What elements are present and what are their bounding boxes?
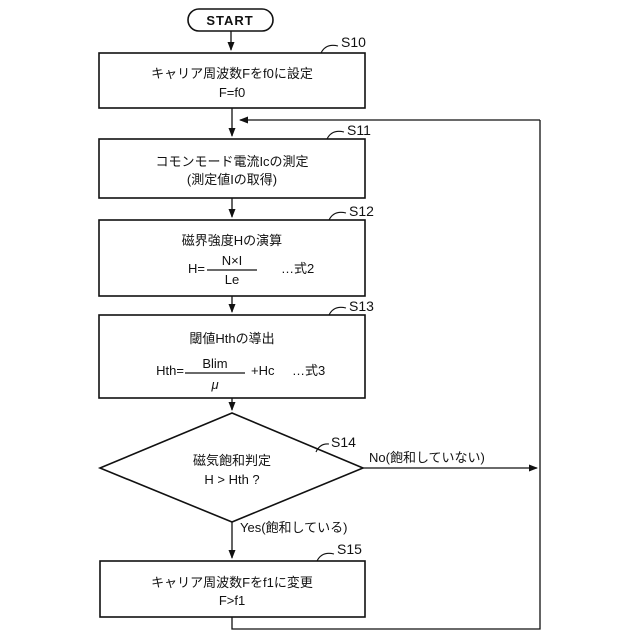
s12-eq-denominator: Le <box>225 272 239 287</box>
s11-text-line2: (測定値Iの取得) <box>187 172 277 187</box>
s13-title: 閾値Hthの導出 <box>189 331 274 346</box>
step-tag-s11: S11 <box>347 122 371 138</box>
s15-text-line2: F>f1 <box>219 593 245 608</box>
step-s11-box <box>98 138 366 199</box>
step-tag-s13: S13 <box>349 298 374 314</box>
s11-text-line1: コモンモード電流Icの測定 <box>155 154 308 169</box>
step-tag-s14: S14 <box>331 434 356 450</box>
s12-eq-note: …式2 <box>281 261 314 276</box>
step-s12-box <box>98 219 366 297</box>
decision-s14-diamond <box>97 412 366 523</box>
start-node <box>187 8 274 32</box>
squiggle-s13 <box>328 306 347 316</box>
s15-text-line1: キャリア周波数Fをf1に変更 <box>151 575 313 590</box>
step-s13-box <box>98 314 366 399</box>
step-tag-s10: S10 <box>341 34 366 50</box>
s13-eq-numerator: Blim <box>202 356 227 371</box>
squiggle-s12 <box>328 211 347 221</box>
s10-text-line1: キャリア周波数Fをf0に設定 <box>151 66 313 81</box>
s14-text-line2: H > Hth ? <box>204 472 259 487</box>
s12-eq-lhs: H= <box>188 261 205 276</box>
s14-text-line1: 磁気飽和判定 <box>193 453 271 468</box>
squiggle-s15 <box>316 552 335 562</box>
step-tag-s15: S15 <box>337 541 362 557</box>
s13-eq-denominator: μ <box>210 377 218 392</box>
tag-squiggles <box>315 44 347 562</box>
s14-no-branch-label: No(飽和していない) <box>369 450 485 465</box>
squiggle-s11 <box>326 130 345 140</box>
s13-eq-suffix: +Hc <box>251 363 275 378</box>
step-tag-s12: S12 <box>349 203 374 219</box>
squiggle-s10 <box>320 44 339 54</box>
s12-eq-numerator: N×I <box>222 253 243 268</box>
squiggle-s14 <box>315 443 330 453</box>
step-s15-box <box>99 560 366 618</box>
s12-title: 磁界強度Hの演算 <box>182 233 282 248</box>
start-label: START <box>206 13 253 28</box>
s10-text-line2: F=f0 <box>219 85 245 100</box>
step-s10-box <box>98 52 366 109</box>
s13-eq-note: …式3 <box>292 363 325 378</box>
s14-yes-branch-label: Yes(飽和している) <box>240 520 347 535</box>
loop-s15-to-top <box>231 120 541 630</box>
flow-lines <box>227 31 541 630</box>
s13-eq-lhs: Hth= <box>156 363 184 378</box>
flow-shapes <box>97 8 366 618</box>
